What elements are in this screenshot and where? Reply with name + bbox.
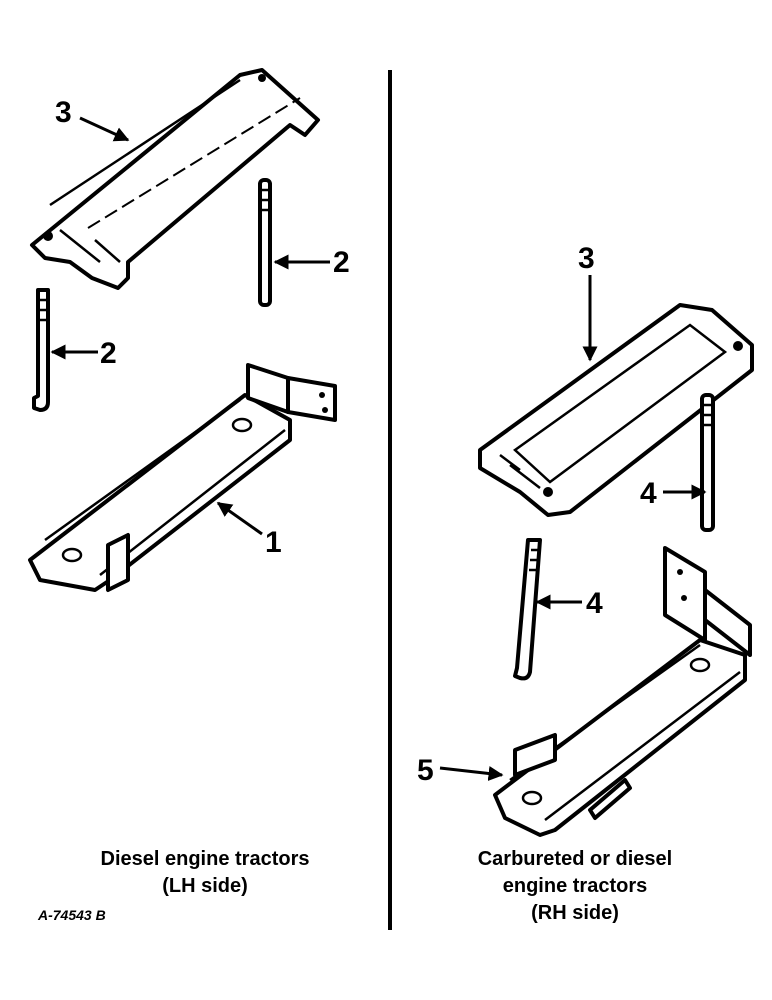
rh-cover-callout: 3 (578, 242, 595, 275)
lh-cover-callout: 3 (55, 96, 72, 129)
rh-cover-part (478, 303, 754, 517)
svg-text:engine tractors: engine tractors (503, 875, 647, 897)
lh-bracket-callout: 1 (265, 526, 282, 559)
rh-bolt-right-callout: 4 (640, 477, 657, 510)
svg-text:Carbureted or diesel: Carbureted or diesel (478, 848, 673, 870)
rh-bracket-part (493, 546, 752, 837)
svg-text:Diesel engine tractors: Diesel engine tractors (101, 848, 310, 870)
reference-number: A-74543 B (37, 907, 106, 923)
rh-bolt-right-part (700, 393, 715, 532)
rh-caption: Carbureted or diesel engine tractors (RH… (478, 848, 673, 924)
lh-bracket-part (28, 363, 337, 592)
lh-bolt-right-callout: 2 (333, 246, 350, 279)
rh-bolt-left-part (513, 538, 542, 681)
lh-caption: Diesel engine tractors (LH side) (101, 848, 310, 897)
lh-bolt-right-part (258, 178, 272, 307)
rh-bolt-left-callout: 4 (586, 587, 603, 620)
lh-cover-part (30, 68, 320, 290)
svg-text:(LH side): (LH side) (162, 875, 248, 897)
svg-text:(RH side): (RH side) (531, 902, 619, 924)
lh-bolt-left-callout: 2 (100, 337, 117, 370)
rh-bracket-callout: 5 (417, 754, 434, 787)
lh-bolt-left-part (32, 288, 50, 412)
